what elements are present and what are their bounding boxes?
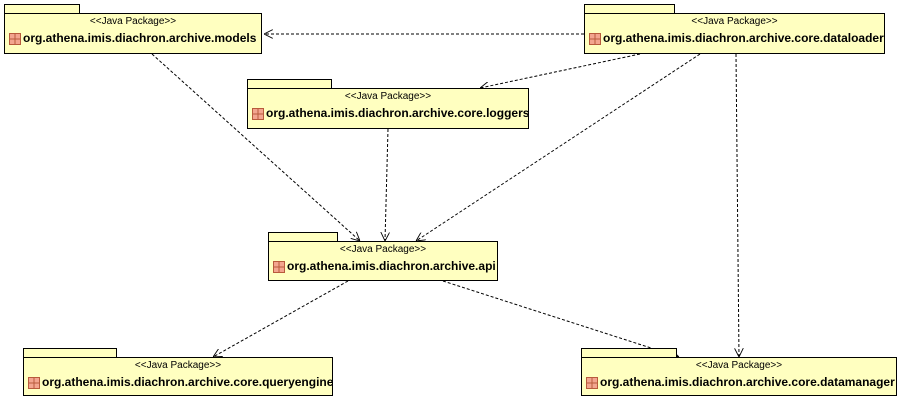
package-dataloader[interactable]: <<Java Package>> org.athena.imis.diachro… [584,4,885,54]
package-name-row: org.athena.imis.diachron.archive.core.da… [589,31,884,45]
package-icon [273,260,285,273]
package-datamanager[interactable]: <<Java Package>> org.athena.imis.diachro… [581,348,897,396]
package-name-row: org.athena.imis.diachron.archive.core.lo… [252,106,529,120]
package-icon [589,32,601,45]
package-icon [28,376,40,389]
package-name-row: org.athena.imis.diachron.archive.core.qu… [28,375,333,389]
package-loggers[interactable]: <<Java Package>> org.athena.imis.diachro… [247,79,529,129]
package-icon-graphic [28,377,40,389]
package-icon [9,32,21,45]
package-icon-graphic [273,261,285,273]
dependency-arrow-dataloader-to-api [416,53,701,241]
package-body: <<Java Package>> org.athena.imis.diachro… [268,241,498,281]
package-stereotype: <<Java Package>> [344,91,432,102]
package-icon [586,376,598,389]
package-name-row: org.athena.imis.diachron.archive.api [273,259,496,273]
package-body: <<Java Package>> org.athena.imis.diachro… [23,357,333,396]
dependency-arrow-api-to-datamanager [442,280,679,357]
package-name-row: org.athena.imis.diachron.archive.core.da… [586,375,895,389]
package-name: org.athena.imis.diachron.archive.models [23,31,257,45]
package-icon-graphic [252,108,264,120]
package-body: <<Java Package>> org.athena.imis.diachro… [584,13,885,54]
dependency-arrow-dataloader-to-datamanager [736,53,739,357]
package-stereotype: <<Java Package>> [339,244,427,255]
package-icon-graphic [9,33,21,45]
package-body: <<Java Package>> org.athena.imis.diachro… [581,357,897,396]
package-api[interactable]: <<Java Package>> org.athena.imis.diachro… [268,232,498,281]
dependency-arrow-dataloader-to-loggers [480,53,641,88]
package-name: org.athena.imis.diachron.archive.api [287,259,496,273]
package-icon-graphic [586,377,598,389]
package-icon [252,107,264,120]
package-name: org.athena.imis.diachron.archive.core.lo… [266,106,530,120]
dependency-arrow-loggers-to-api [385,128,388,241]
package-name: org.athena.imis.diachron.archive.core.qu… [42,375,334,389]
package-queryengine[interactable]: <<Java Package>> org.athena.imis.diachro… [23,348,333,396]
package-body: <<Java Package>> org.athena.imis.diachro… [4,13,262,54]
package-models[interactable]: <<Java Package>> org.athena.imis.diachro… [4,4,262,54]
package-name: org.athena.imis.diachron.archive.core.da… [603,31,884,45]
package-stereotype: <<Java Package>> [695,360,783,371]
package-stereotype: <<Java Package>> [89,16,177,27]
package-name: org.athena.imis.diachron.archive.core.da… [600,375,895,389]
package-body: <<Java Package>> org.athena.imis.diachro… [247,88,529,129]
dependency-arrow-api-to-queryengine [213,280,349,357]
package-stereotype: <<Java Package>> [134,360,222,371]
dependency-arrow-models-to-api [151,53,360,241]
package-name-row: org.athena.imis.diachron.archive.models [9,31,256,45]
package-stereotype: <<Java Package>> [691,16,778,27]
package-icon-graphic [589,33,601,45]
